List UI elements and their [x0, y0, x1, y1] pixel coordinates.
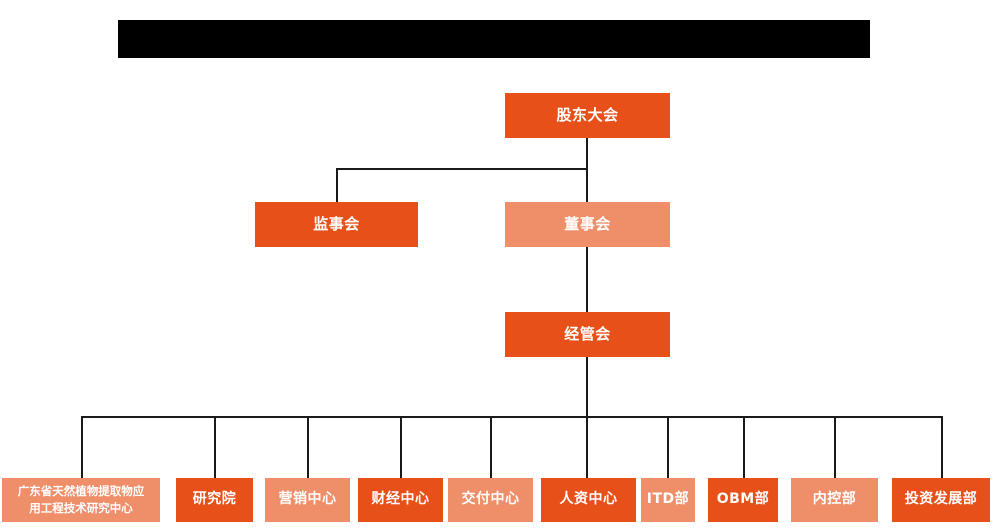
node-supervisors[interactable]: 监事会: [255, 202, 418, 247]
node-internal-control-dept-label: 内控部: [812, 491, 857, 508]
node-shareholders-label: 股东大会: [556, 106, 619, 125]
node-internal-control-dept[interactable]: 内控部: [791, 478, 878, 522]
node-research-center-label: 广东省天然植物提取物应 用工程技术研究中心: [17, 484, 145, 515]
node-management[interactable]: 经管会: [505, 312, 670, 357]
connector-departments-bus: [81, 416, 942, 418]
node-shareholders[interactable]: 股东大会: [505, 93, 670, 138]
node-directors[interactable]: 董事会: [505, 202, 670, 247]
connector-drop-internal-control-dept: [834, 416, 836, 478]
connector-drop-research-center: [81, 416, 83, 478]
connector-directors-drop: [586, 168, 588, 203]
connector-drop-finance-center: [400, 416, 402, 478]
node-delivery-center-label: 交付中心: [461, 491, 520, 508]
node-investment-dev-dept[interactable]: 投资发展部: [892, 478, 990, 522]
node-itd-dept[interactable]: ITD部: [641, 478, 695, 522]
connector-supervisors-drop: [336, 168, 338, 203]
connector-drop-hr-center: [586, 416, 588, 478]
node-marketing-center-label: 营销中心: [278, 491, 337, 508]
node-supervisors-label: 监事会: [313, 215, 360, 234]
connector-drop-obm-dept: [743, 416, 745, 478]
redacted-title-bar: [118, 20, 870, 58]
connector-drop-institute: [214, 416, 216, 478]
node-hr-center-label: 人资中心: [559, 491, 618, 508]
node-finance-center-label: 财经中心: [371, 491, 430, 508]
node-management-label: 经管会: [564, 325, 611, 344]
connector-directors-to-management: [586, 247, 588, 312]
node-directors-label: 董事会: [564, 215, 611, 234]
connector-management-down: [586, 357, 588, 417]
node-investment-dev-dept-label: 投资发展部: [904, 491, 978, 508]
node-itd-dept-label: ITD部: [646, 491, 690, 508]
connector-drop-delivery-center: [490, 416, 492, 478]
node-marketing-center[interactable]: 营销中心: [265, 478, 350, 522]
node-finance-center[interactable]: 财经中心: [358, 478, 443, 522]
connector-drop-investment-dev-dept: [941, 416, 943, 478]
node-delivery-center[interactable]: 交付中心: [448, 478, 533, 522]
node-research-center[interactable]: 广东省天然植物提取物应 用工程技术研究中心: [2, 478, 160, 522]
node-institute-label: 研究院: [192, 491, 237, 508]
connector-drop-itd-dept: [667, 416, 669, 478]
node-obm-dept-label: OBM部: [716, 491, 770, 508]
connector-level2-bus: [336, 168, 588, 170]
node-obm-dept[interactable]: OBM部: [708, 478, 778, 522]
connector-shareholders-down: [586, 138, 588, 169]
node-institute[interactable]: 研究院: [176, 478, 253, 522]
connector-drop-marketing-center: [307, 416, 309, 478]
node-hr-center[interactable]: 人资中心: [541, 478, 636, 522]
